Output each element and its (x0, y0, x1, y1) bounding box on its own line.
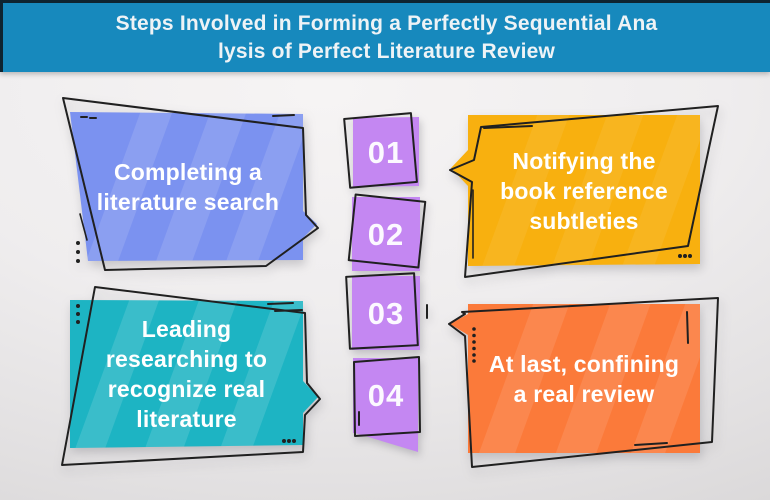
step-card-1-graphic (62, 97, 319, 271)
tile-outline (345, 272, 419, 350)
speech-bubble-fill (70, 300, 318, 448)
step-2-label: Notifying the book reference subtleties (470, 118, 698, 263)
tile-fill (352, 197, 420, 271)
number-tile-03: 03 (340, 271, 435, 355)
sketch-outline (448, 297, 719, 468)
step-4-label: At last, confining a real review (470, 307, 698, 450)
step-number-02: 02 (368, 217, 404, 252)
step-3-line-1: Leading (141, 316, 232, 342)
step-card-3-graphic (61, 286, 321, 466)
step-3-line-4: literature (136, 406, 237, 432)
step-1-line-2: literature search (96, 189, 280, 215)
tile-fill (353, 117, 419, 187)
step-1-label: Completing a literature search (74, 116, 302, 258)
sketch-outline (62, 97, 319, 271)
number-tile-01-graphic: 01 (343, 112, 419, 189)
decor-marks (472, 311, 689, 446)
diagonal-stripes (70, 300, 317, 448)
title-bar: Steps Involved in Forming a Perfectly Se… (0, 0, 770, 72)
number-tile-02-graphic: 02 (347, 193, 427, 271)
step-card-2-graphic (449, 105, 719, 278)
step-2-line-3: subtleties (529, 207, 639, 234)
tile-fill (352, 276, 420, 350)
number-tile-03-graphic: 03 (345, 272, 428, 350)
step-3-line-2: researching to (105, 346, 268, 372)
decor-marks (76, 114, 295, 263)
decor-marks (76, 302, 303, 443)
step-number-01: 01 (368, 135, 404, 170)
step-3-label: Leading researching to recognize real li… (72, 303, 301, 445)
diagonal-stripes (461, 304, 700, 453)
decor-marks (472, 125, 692, 259)
title-line-2: lysis of Perfect Literature Review (217, 39, 556, 63)
number-tile-02: 02 (340, 192, 435, 276)
sketch-outline (61, 286, 321, 466)
step-4-line-2: a real review (513, 380, 655, 407)
step-4-line-1: At last, confining (488, 350, 680, 377)
number-tile-04-graphic: 04 (353, 356, 421, 452)
step-2-line-1: Notifying the (512, 147, 656, 174)
step-2-line-2: book reference (500, 177, 668, 204)
step-card-2: Notifying the book reference subtleties (448, 98, 730, 282)
title-line-1: Steps Involved in Forming a Perfectly Se… (115, 11, 658, 35)
diagonal-stripes (466, 115, 700, 266)
step-3-line-3: recognize real (107, 376, 266, 402)
step-card-4: At last, confining a real review (445, 290, 745, 482)
tile-outline (347, 193, 427, 269)
speech-bubble-fill (450, 304, 700, 453)
number-tile-01: 01 (340, 110, 430, 196)
step-number-04: 04 (368, 378, 404, 413)
speech-bubble-fill (451, 115, 700, 266)
tile-outline (353, 356, 421, 437)
speech-bubble-fill (70, 112, 317, 261)
step-card-3: Leading researching to recognize real li… (55, 283, 345, 471)
step-number-03: 03 (368, 296, 404, 331)
tile-outline (343, 112, 418, 189)
step-1-line-1: Completing a (113, 159, 263, 185)
sketch-outline (449, 105, 719, 278)
step-card-4-graphic (448, 297, 719, 468)
step-card-1: Completing a literature search (58, 90, 326, 280)
number-tile-04: 04 (340, 352, 430, 460)
tile-fill (353, 358, 418, 452)
